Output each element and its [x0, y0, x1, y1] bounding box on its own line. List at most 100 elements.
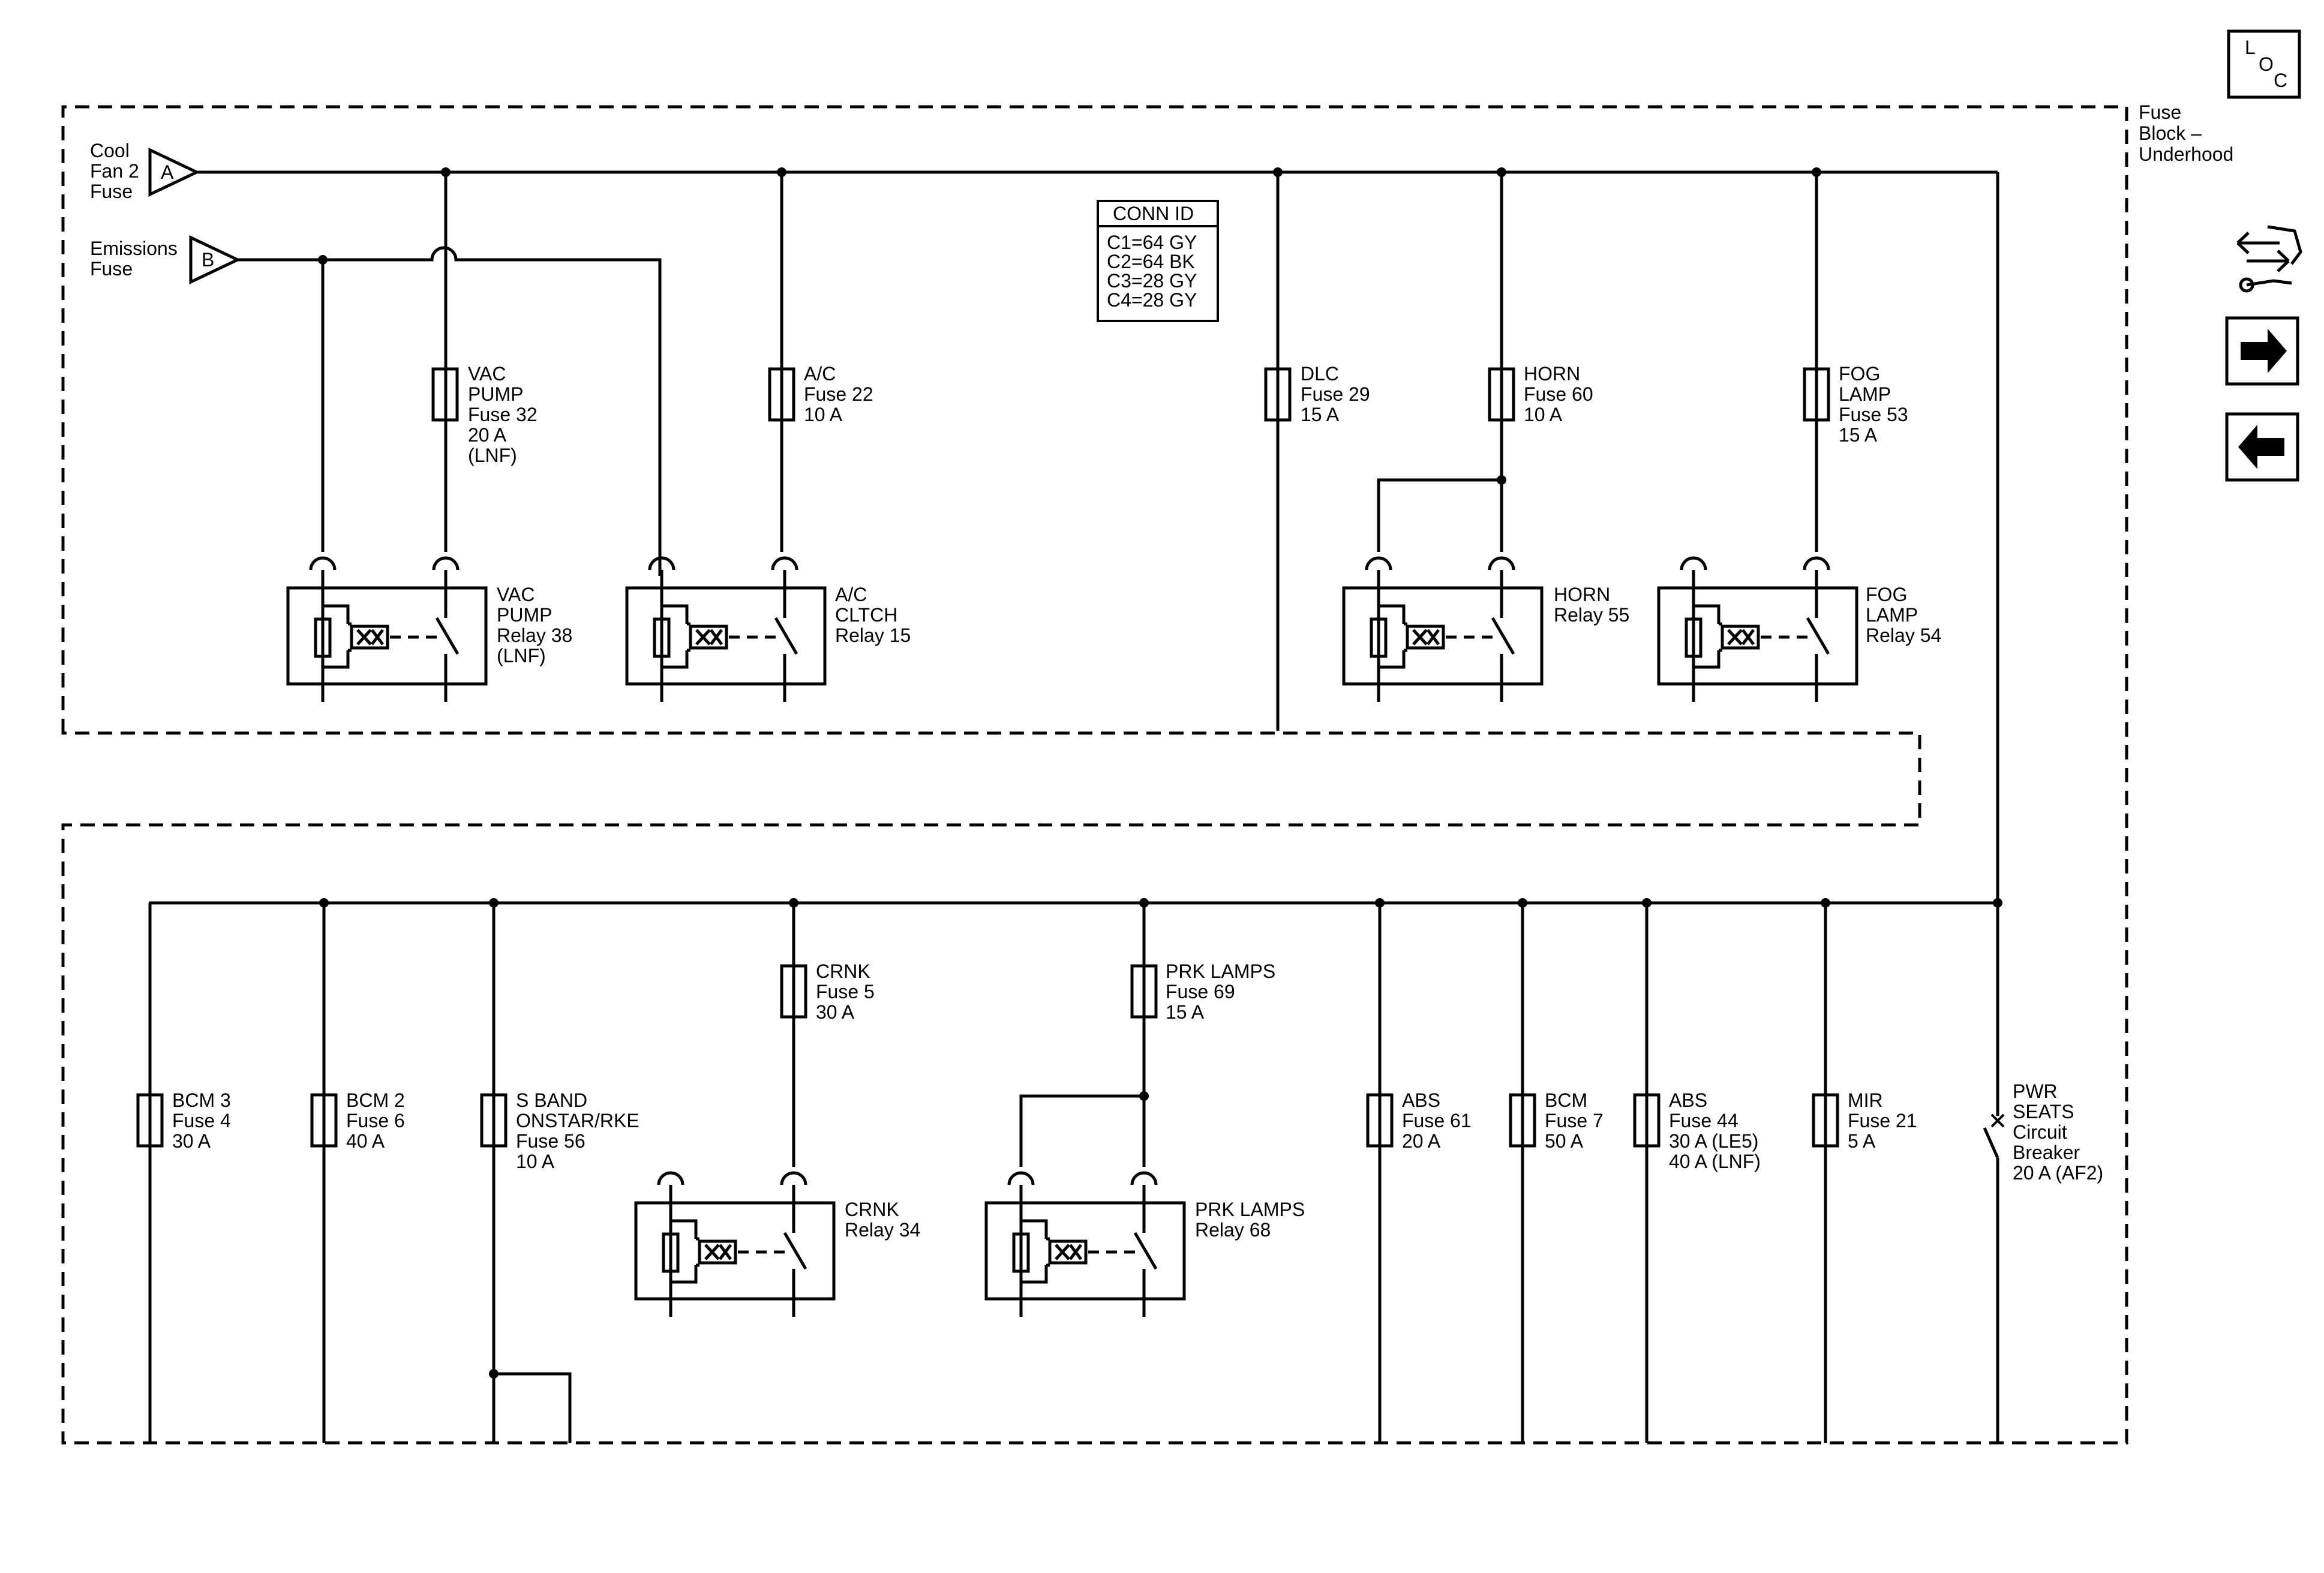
svg-text:Fuse 21: Fuse 21: [1848, 1110, 1917, 1131]
relay-vac-pump: [288, 558, 486, 702]
svg-text:A/C: A/C: [804, 363, 836, 385]
svg-text:PUMP: PUMP: [497, 604, 552, 626]
svg-text:C2=64 BK: C2=64 BK: [1107, 251, 1195, 272]
svg-text:15 A: 15 A: [1839, 424, 1878, 446]
svg-text:Circuit: Circuit: [2013, 1121, 2067, 1143]
svg-text:Cool: Cool: [90, 140, 130, 161]
fuse-ac: [768, 367, 795, 422]
relay-horn: [1344, 558, 1542, 702]
fuse-dlc: [1264, 367, 1292, 422]
svg-text:ABS: ABS: [1402, 1089, 1440, 1111]
label-fuse-fog-lamp: FOG LAMP Fuse 53 15 A: [1839, 363, 1908, 446]
fuse-block-outline: [61, 105, 2128, 1445]
svg-text:Fuse 22: Fuse 22: [804, 383, 873, 405]
fuse-vac-pump: [431, 367, 459, 422]
fuse-fog-lamp: [1803, 367, 1830, 422]
svg-text:PRK LAMPS: PRK LAMPS: [1195, 1199, 1305, 1220]
svg-text:30 A: 30 A: [816, 1001, 855, 1023]
svg-text:PWR: PWR: [2013, 1080, 2058, 1102]
svg-text:SEATS: SEATS: [2013, 1101, 2074, 1122]
svg-text:HORN: HORN: [1554, 584, 1610, 605]
next-page-button[interactable]: [2225, 316, 2299, 386]
svg-text:VAC: VAC: [468, 363, 506, 385]
svg-text:5 A: 5 A: [1848, 1130, 1876, 1152]
svg-text:C3=28 GY: C3=28 GY: [1107, 270, 1197, 292]
svg-text:Fuse 69: Fuse 69: [1166, 981, 1235, 1002]
svg-text:30 A: 30 A: [172, 1130, 211, 1152]
label-fuse-ac: A/C Fuse 22 10 A: [804, 363, 873, 425]
svg-text:Fuse 61: Fuse 61: [1402, 1110, 1472, 1131]
svg-text:Fuse 4: Fuse 4: [172, 1110, 231, 1131]
svg-text:A/C: A/C: [835, 584, 867, 605]
svg-text:Relay 68: Relay 68: [1195, 1219, 1271, 1241]
label-fuse-abs-61: ABS Fuse 61 20 A: [1402, 1089, 1472, 1152]
svg-text:Relay 38: Relay 38: [497, 625, 572, 646]
svg-text:FOG: FOG: [1866, 584, 1907, 605]
label-fuse-mir: MIR Fuse 21 5 A: [1848, 1089, 1917, 1152]
svg-text:15 A: 15 A: [1301, 404, 1340, 425]
svg-text:Fuse 44: Fuse 44: [1669, 1110, 1739, 1131]
bus-b: [237, 246, 662, 576]
label-fuse-bcm-3: BCM 3 Fuse 4 30 A: [172, 1089, 231, 1152]
svg-text:LAMP: LAMP: [1839, 383, 1891, 405]
label-fuse-horn: HORN Fuse 60 10 A: [1524, 363, 1593, 425]
svg-text:Fuse: Fuse: [90, 258, 133, 280]
previous-page-button[interactable]: [2225, 412, 2299, 482]
svg-text:(LNF): (LNF): [468, 445, 517, 466]
conn-id-table: CONN ID C1=64 GY C2=64 BK C3=28 GY C4=28…: [1097, 200, 1219, 322]
label-fuse-bcm-2: BCM 2 Fuse 6 40 A: [346, 1089, 405, 1152]
svg-text:(LNF): (LNF): [497, 645, 546, 667]
svg-text:15 A: 15 A: [1166, 1001, 1205, 1023]
svg-text:CRNK: CRNK: [845, 1199, 899, 1220]
label-fuse-bcm-7: BCM Fuse 7 50 A: [1545, 1089, 1604, 1152]
svg-text:Underhood: Underhood: [2139, 143, 2233, 165]
svg-text:Fuse 5: Fuse 5: [816, 981, 875, 1002]
connector-wrench-icon[interactable]: [2236, 225, 2302, 293]
svg-text:Fan 2: Fan 2: [90, 160, 139, 182]
fuse-abs-61: [1366, 1093, 1394, 1148]
svg-text:C4=28 GY: C4=28 GY: [1107, 289, 1197, 311]
loc-button[interactable]: L O C: [2227, 29, 2301, 99]
source-b-connector: B Emissions Fuse: [90, 235, 241, 284]
fuse-horn: [1488, 367, 1515, 422]
svg-text:L: L: [2245, 37, 2256, 58]
svg-text:Fuse 6: Fuse 6: [346, 1110, 405, 1131]
label-fuse-s-band: S BAND ONSTAR/RKE Fuse 56 10 A: [516, 1089, 639, 1172]
svg-text:DLC: DLC: [1301, 363, 1339, 385]
svg-text:Fuse 29: Fuse 29: [1301, 383, 1370, 405]
source-a-connector: A Cool Fan 2 Fuse: [90, 140, 200, 202]
fuse-crnk: [780, 964, 807, 1019]
svg-text:CONN ID: CONN ID: [1113, 203, 1194, 224]
label-fuse-vac-pump: VAC PUMP Fuse 32 20 A (LNF): [468, 363, 538, 466]
svg-text:HORN: HORN: [1524, 363, 1580, 385]
svg-text:B: B: [202, 249, 214, 271]
svg-text:10 A: 10 A: [516, 1151, 555, 1172]
label-fuse-dlc: DLC Fuse 29 15 A: [1301, 363, 1370, 425]
svg-text:Fuse 7: Fuse 7: [1545, 1110, 1604, 1131]
relay-crnk: [636, 1173, 834, 1317]
svg-text:VAC: VAC: [497, 584, 535, 605]
svg-text:A: A: [161, 161, 174, 183]
svg-text:Fuse 32: Fuse 32: [468, 404, 538, 425]
svg-text:Relay 54: Relay 54: [1866, 625, 1941, 646]
relay-fog-lamp: [1659, 558, 1857, 702]
fuse-bcm-7: [1509, 1093, 1536, 1148]
svg-text:Fuse 60: Fuse 60: [1524, 383, 1593, 405]
svg-text:Fuse 53: Fuse 53: [1839, 404, 1908, 425]
svg-text:BCM: BCM: [1545, 1089, 1587, 1111]
svg-text:Relay 15: Relay 15: [835, 625, 911, 646]
label-relay-ac-clutch: A/C CLTCH Relay 15: [835, 584, 911, 646]
svg-text:ONSTAR/RKE: ONSTAR/RKE: [516, 1110, 639, 1131]
svg-text:CRNK: CRNK: [816, 960, 870, 982]
svg-text:30 A (LE5): 30 A (LE5): [1669, 1130, 1758, 1152]
svg-text:PUMP: PUMP: [468, 383, 523, 405]
svg-text:ABS: ABS: [1669, 1089, 1707, 1111]
svg-text:O: O: [2259, 53, 2274, 75]
fuse-s-band: [480, 1093, 508, 1148]
svg-text:Fuse: Fuse: [2139, 101, 2181, 123]
label-relay-fog-lamp: FOG LAMP Relay 54: [1866, 584, 1941, 646]
svg-text:20 A: 20 A: [468, 424, 507, 446]
svg-text:Relay 55: Relay 55: [1554, 604, 1629, 626]
svg-text:BCM 2: BCM 2: [346, 1089, 405, 1111]
